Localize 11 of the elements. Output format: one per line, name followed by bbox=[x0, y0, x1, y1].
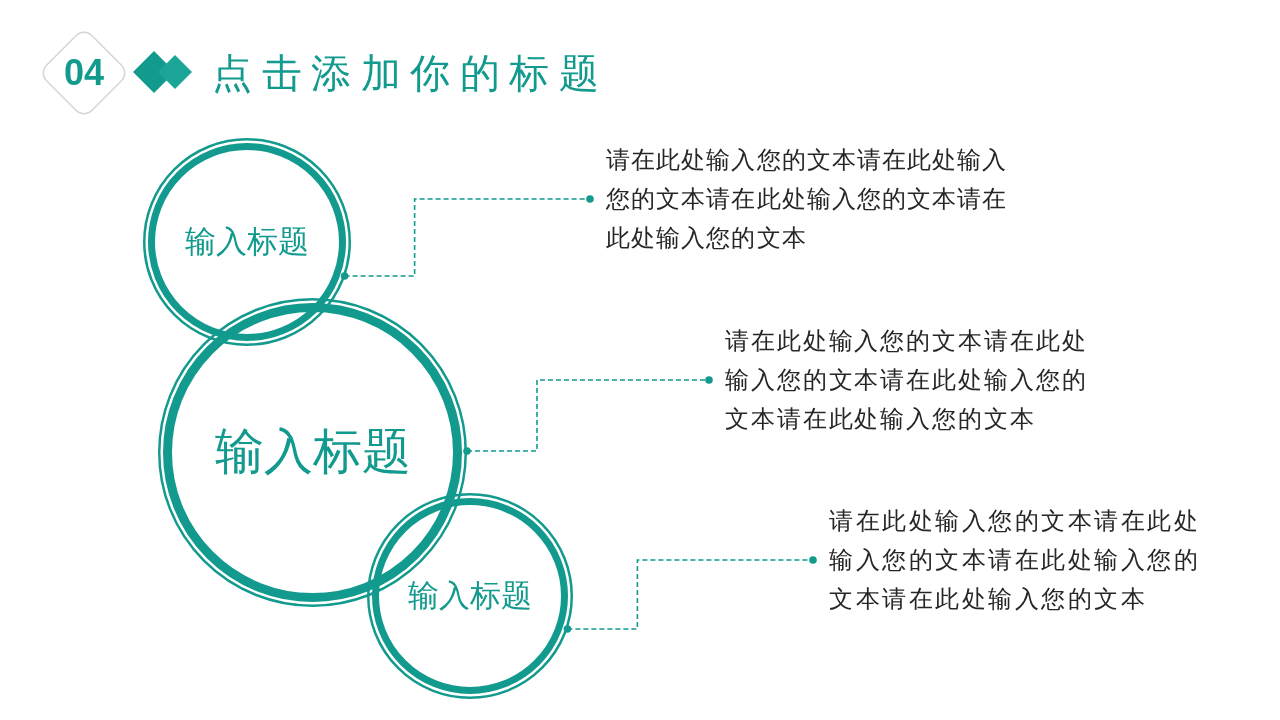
circle-title: 输入标题 bbox=[214, 424, 411, 481]
slide-title: 点击添加你的标题 bbox=[212, 49, 608, 97]
connector-line bbox=[563, 556, 817, 633]
connector-line bbox=[463, 376, 713, 455]
circle-title: 输入标题 bbox=[408, 577, 532, 614]
text-paragraph: 请在此处输入您的文本请在此处输入您的文本请在此处输入您的文本请在此处输入您的文本 bbox=[829, 505, 1201, 615]
badge-number: 04 bbox=[63, 55, 104, 91]
circle-title: 输入标题 bbox=[184, 223, 309, 260]
text-paragraph: 请在此处输入您的文本请在此处输入您的文本请在此处输入您的文本请在此处输入您的文本 bbox=[606, 144, 1009, 254]
text-paragraph: 请在此处输入您的文本请在此处输入您的文本请在此处输入您的文本请在此处输入您的文本 bbox=[725, 325, 1089, 435]
connector-line bbox=[340, 195, 594, 280]
